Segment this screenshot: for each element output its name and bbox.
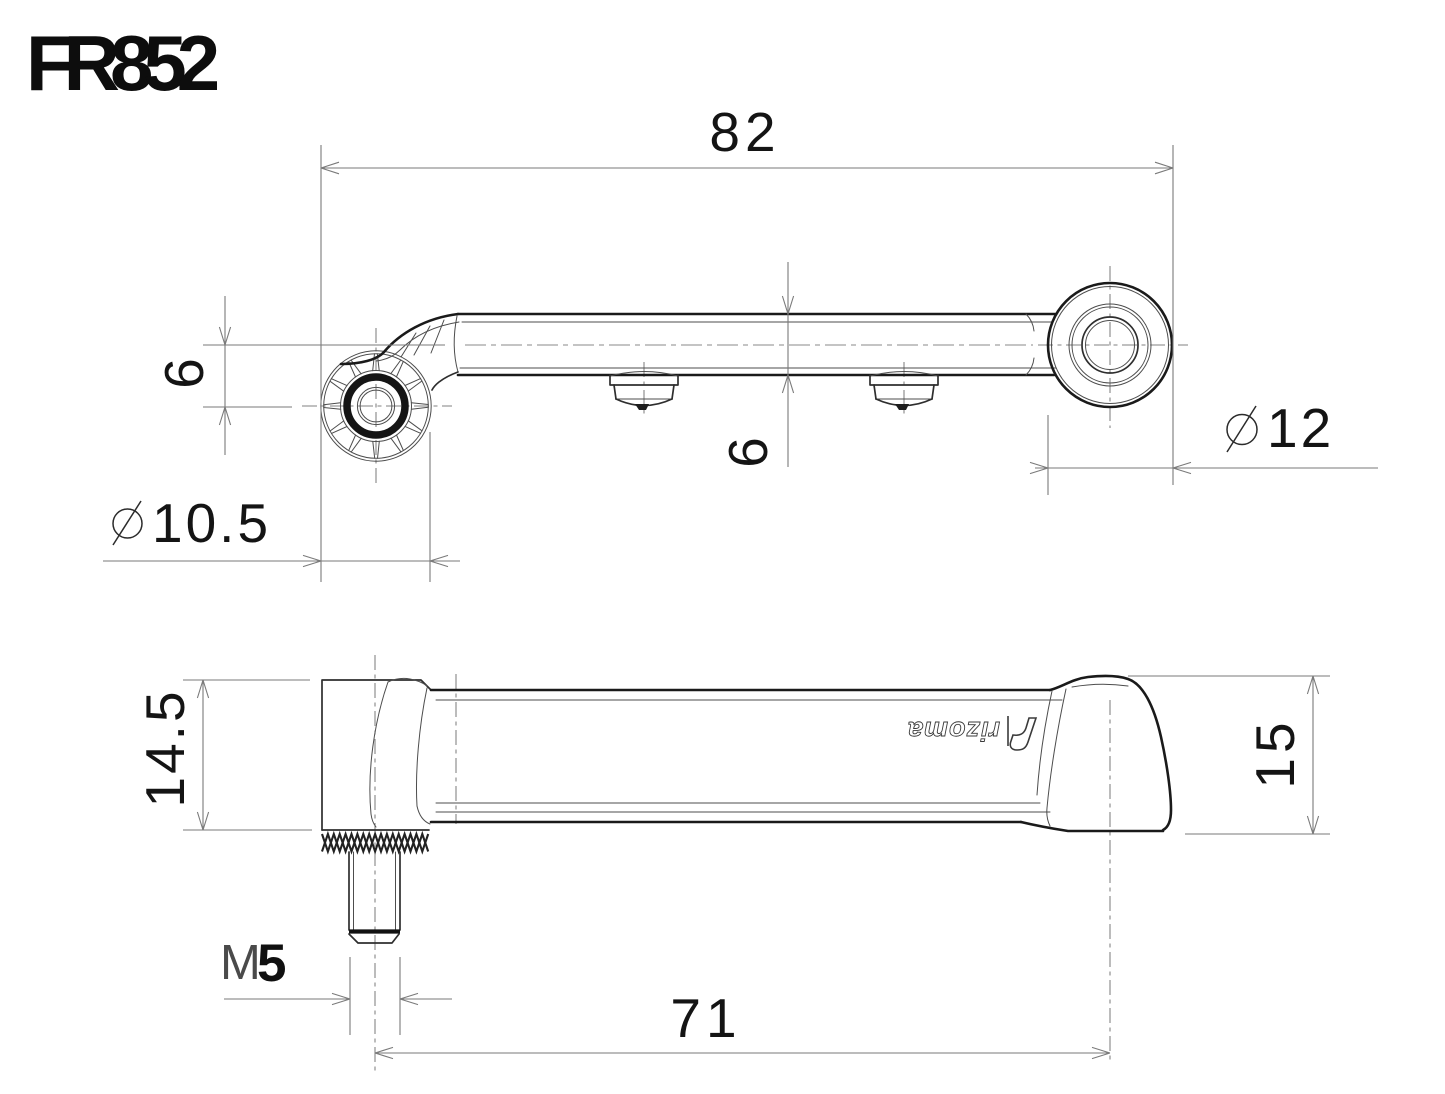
threaded-stud	[348, 851, 401, 944]
logo-wordmark: rizoma	[907, 716, 1000, 746]
end-cap	[1019, 674, 1173, 833]
dim-text-15: 15	[1244, 717, 1306, 788]
dim-text-6-width: 6	[717, 432, 779, 468]
top-view	[302, 266, 1188, 484]
dim-axis-offset: 6	[153, 296, 445, 455]
dim-text-10-5: 10.5	[152, 492, 271, 554]
knurl-teeth	[323, 353, 429, 459]
dim-ring-diameter: 12	[1029, 397, 1378, 495]
dim-end-height: 15	[1128, 675, 1330, 835]
screw-head	[609, 371, 679, 410]
dim-text-12: 12	[1267, 397, 1334, 459]
side-view-centerlines	[374, 655, 1111, 1072]
bar-top-view	[456, 312, 1058, 377]
bar-side-view	[429, 688, 1063, 824]
dim-overall-length: 82	[320, 101, 1174, 582]
dim-stud-to-end: 71	[374, 987, 1111, 1060]
dim-text-14-5: 14.5	[134, 688, 196, 807]
diameter-symbol	[112, 500, 143, 546]
dim-text-82: 82	[709, 101, 780, 163]
rizoma-r-icon	[1009, 717, 1038, 751]
part-number: FR852	[26, 19, 220, 107]
thread-size: 5	[257, 934, 286, 993]
serrated-washer	[321, 830, 430, 855]
dim-body-height: 14.5	[134, 679, 312, 831]
side-view: rizoma	[321, 655, 1173, 1072]
dim-text-71: 71	[670, 987, 741, 1049]
rizoma-logo: rizoma	[907, 716, 1038, 751]
ring-end	[1046, 281, 1174, 409]
dim-thread: M 5	[220, 934, 452, 1035]
dim-bar-width: 6	[717, 262, 795, 468]
side-view-dimensions: 14.5 15 M 5	[134, 675, 1330, 1060]
dim-text-6-offset: 6	[153, 353, 215, 389]
dim-boss-diameter: 10.5	[103, 432, 460, 582]
diameter-symbol	[1226, 405, 1258, 453]
top-view-dimensions: 82 6 6	[103, 101, 1378, 582]
boss-block	[321, 677, 432, 831]
thread-prefix: M	[220, 936, 261, 990]
